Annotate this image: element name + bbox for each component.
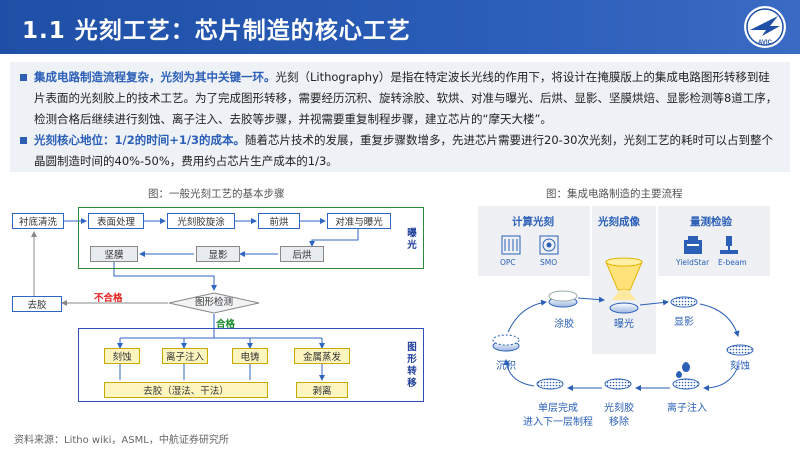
- left-figure-title: 图：一般光刻工艺的基本步骤: [148, 188, 285, 200]
- step-surface-treatment: 表面处理: [88, 213, 144, 229]
- wafer-etch: [726, 344, 754, 356]
- tool-yieldstar-label: YieldStar: [676, 258, 710, 267]
- step-hard-bake: 坚膜: [90, 246, 138, 262]
- inspect-label: 图形检测: [194, 297, 233, 308]
- panel-compute-label: 计算光刻: [512, 216, 554, 228]
- step-develop: 显影: [196, 246, 240, 262]
- avic-logo-icon: AVIC: [744, 6, 786, 48]
- svg-text:AVIC: AVIC: [758, 40, 773, 46]
- wafer-next-layer: [536, 378, 564, 390]
- step-next-layer-label: 单层完成 进入下一层制程: [523, 403, 593, 428]
- step-implant-label: 离子注入: [667, 403, 707, 414]
- step-post-bake: 后烘: [280, 246, 324, 262]
- tool-smo-label: SMO: [540, 258, 558, 267]
- page-title: 1.1 光刻工艺：芯片制造的核心工艺: [22, 18, 411, 44]
- step-substrate-clean: 衬底清洗: [12, 213, 64, 229]
- step-pre-bake: 前烘: [258, 213, 300, 229]
- step-align-expose: 对准与曝光: [327, 213, 391, 229]
- wafer-develop: [670, 296, 698, 308]
- tool-ebeam-label: E-beam: [718, 258, 747, 267]
- header-banner: 1.1 光刻工艺：芯片制造的核心工艺 AVIC: [0, 0, 800, 54]
- bullet-square-icon: [20, 137, 27, 144]
- step-electroplate: 电铸: [232, 348, 268, 364]
- wafer-coat: [548, 290, 578, 308]
- step-metal-evap: 金属蒸发: [294, 348, 350, 364]
- right-figure-title: 图：集成电路制造的主要流程: [546, 188, 683, 200]
- panel-imaging-label: 光刻成像: [598, 216, 640, 228]
- step-etch-label: 刻蚀: [730, 361, 750, 372]
- tool-opc-label: OPC: [500, 258, 516, 267]
- pass-label: 合格: [216, 319, 236, 330]
- summary-paragraph-2: 光刻核心地位：1/2的时间+1/3的成本。随着芯片技术的发展，重复步骤数增多，先…: [20, 130, 780, 172]
- inspect-decision: 图形检测: [168, 292, 260, 314]
- panel-metrology-label: 量测检验: [690, 216, 732, 228]
- step-spin-coat: 光刻胶旋涂: [167, 213, 235, 229]
- step-liftoff: 剥离: [296, 382, 348, 398]
- step-develop-label: 显影: [674, 317, 694, 328]
- step-strip-full: 去胶（湿法、干法）: [104, 382, 268, 398]
- summary-box: 集成电路制造流程复杂，光刻为其中关键一环。光刻（Lithography）是指在特…: [10, 62, 790, 172]
- step-expose-label: 曝光: [614, 319, 634, 330]
- fail-label: 不合格: [94, 293, 123, 304]
- panel-compute-litho: [478, 206, 590, 276]
- step-etch: 刻蚀: [104, 348, 140, 364]
- wafer-deposit: [492, 334, 520, 352]
- step-resist-remove-label: 光刻胶 移除: [604, 403, 634, 428]
- transfer-group-frame: [78, 328, 424, 402]
- step-deposit-label: 沉积: [496, 361, 516, 372]
- transfer-group-label: 图形转移: [407, 342, 417, 389]
- step-implant: 离子注入: [162, 348, 208, 364]
- exposure-group-label: 曝光: [407, 228, 417, 251]
- step-strip: 去胶: [12, 296, 62, 312]
- wafer-resist-remove: [604, 378, 632, 390]
- decision-diamond-icon: [168, 292, 260, 314]
- bullet-square-icon: [20, 74, 27, 81]
- panel-metrology: [658, 206, 770, 276]
- step-coat-label: 涂胶: [554, 319, 574, 330]
- exposure-group-frame: [78, 207, 424, 269]
- source-footnote: 资料来源：Litho wiki，ASML，中航证券研究所: [14, 435, 229, 446]
- wafer-implant: [672, 362, 700, 390]
- summary-paragraph-1: 集成电路制造流程复杂，光刻为其中关键一环。光刻（Lithography）是指在特…: [20, 67, 780, 130]
